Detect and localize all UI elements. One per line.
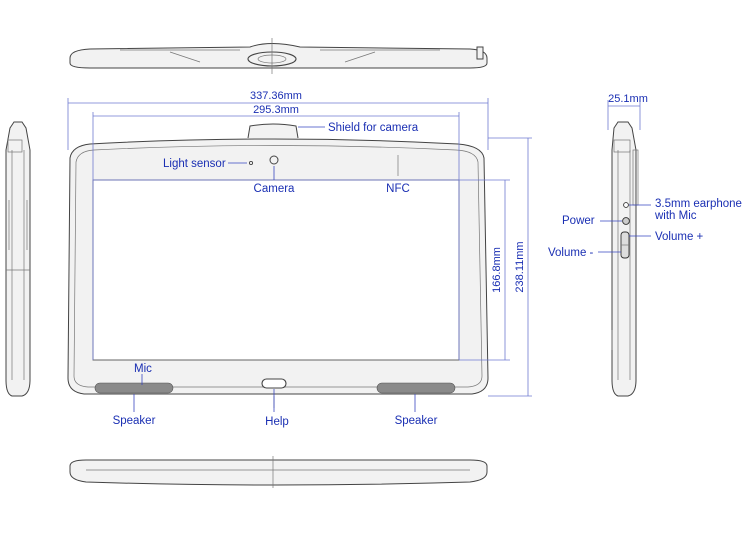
display-screen [92,179,460,361]
camera-shield [247,123,299,139]
help-button-icon [261,378,287,389]
left-side-view [5,121,31,397]
camera-lens-icon [269,155,279,165]
speaker-grille-left [94,382,174,394]
label-earphone-line2: with Mic [654,210,697,222]
power-button-icon [622,217,630,225]
label-nfc: NFC [386,183,410,195]
leader-lines [133,126,651,412]
front-view [67,123,489,408]
dim-depth: 25.1mm [608,93,648,105]
right-side-view [611,121,639,397]
earphone-jack-icon [623,202,629,208]
dimension-lines [67,98,641,397]
label-speaker-right: Speaker [395,415,438,427]
light-sensor-icon [248,160,254,166]
dim-screen-height: 166.8mm [491,247,503,293]
dim-overall-width: 337.36mm [250,90,302,102]
top-edge-view [69,38,488,74]
label-volume-plus: Volume + [655,231,704,243]
label-mic: Mic [134,363,152,375]
label-help: Help [265,416,289,428]
label-speaker-left: Speaker [113,415,156,427]
bottom-edge-view [69,456,488,488]
label-camera: Camera [254,183,296,195]
dim-screen-width: 295.3mm [253,104,299,116]
label-volume-minus: Volume - [548,247,594,259]
label-power: Power [562,215,595,227]
speaker-grille-right [376,382,456,394]
label-earphone-line1: 3.5mm earphone [655,198,742,210]
label-light-sensor: Light sensor [163,158,226,170]
label-shield-for-camera: Shield for camera [328,122,419,134]
dim-overall-height: 238.11mm [514,241,526,292]
